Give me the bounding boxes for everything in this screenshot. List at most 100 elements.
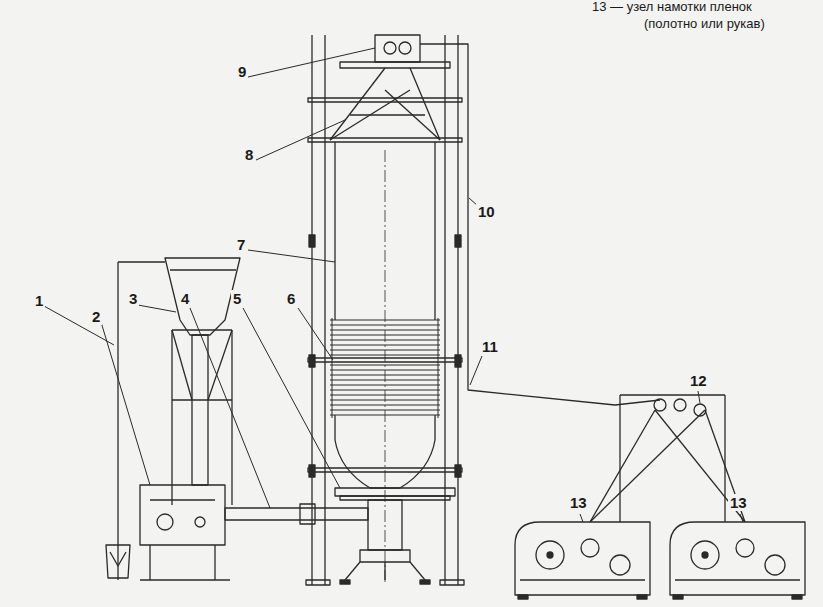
- film-bubble-part: [434, 142, 435, 320]
- hopper-part: [231, 330, 232, 505]
- winder-left: [515, 522, 650, 599]
- stabilizing-cage-part: [330, 345, 440, 346]
- stabilizing-cage-part: [330, 330, 440, 331]
- callout-number: 13: [568, 494, 589, 511]
- tower-frame-part: [444, 35, 445, 585]
- callout-number: 4: [179, 290, 191, 307]
- film-bubble: [335, 142, 435, 585]
- leader-lines-part: [44, 306, 114, 345]
- hopper: [165, 258, 240, 505]
- winder-left-part: [581, 539, 599, 557]
- caption-text: 13 — узел намотки пленок: [590, 0, 754, 15]
- tower-frame-part: [324, 35, 325, 585]
- air-ring-and-die-part: [410, 562, 425, 580]
- air-ring-and-die: [335, 488, 455, 584]
- film-path-part: [590, 410, 705, 522]
- air-ring-and-die-part: [335, 488, 455, 496]
- extruder-part: [140, 579, 230, 580]
- leader-lines-part: [248, 48, 375, 77]
- guide-frame-part: [654, 399, 666, 411]
- air-ring-and-die-part: [420, 580, 430, 584]
- callout-number: 7: [235, 236, 247, 253]
- extruder-part: [300, 504, 315, 524]
- nip-rolls-part: [399, 42, 411, 54]
- leader-lines-part: [470, 356, 482, 385]
- callout-number: 13: [728, 494, 749, 511]
- caption-text: (полотно или рукав): [642, 17, 767, 32]
- extruder-part: [157, 514, 173, 530]
- tower-frame-part: [311, 35, 312, 585]
- leader-lines-part: [101, 322, 150, 485]
- winder-right-part: [691, 541, 719, 569]
- stabilizing-cage-part: [330, 400, 440, 401]
- leader-lines-part: [138, 305, 176, 312]
- leader-lines-part: [243, 308, 340, 488]
- winder-right-part: [792, 595, 802, 599]
- stabilizing-cage-part: [330, 350, 440, 351]
- nip-rolls-part: [384, 42, 396, 54]
- loader-stand-part: [106, 545, 130, 578]
- collapsing-frame-part: [410, 68, 440, 140]
- stabilizing-cage-part: [330, 405, 440, 406]
- collapsing-frame-part: [330, 68, 385, 140]
- callout-number: 5: [231, 290, 243, 307]
- stabilizing-cage-part: [330, 355, 440, 356]
- stabilizing-cage-part: [330, 365, 440, 366]
- stabilizing-cage-part: [332, 318, 333, 418]
- hopper-part: [170, 269, 236, 270]
- film-bubble-part: [335, 415, 435, 488]
- tower-frame-part: [309, 465, 315, 477]
- leader-lines-part: [190, 308, 270, 508]
- hopper-part: [208, 330, 232, 400]
- leader-lines-part: [248, 250, 335, 262]
- nip-rolls-part: [375, 35, 420, 62]
- hopper-part: [172, 330, 192, 400]
- loader-stand-part: [110, 552, 126, 566]
- tower-frame-part: [309, 235, 315, 247]
- tower-frame-part: [309, 355, 315, 367]
- stabilizing-cage-part: [330, 320, 440, 321]
- winder-right-part: [670, 522, 805, 595]
- loader-stand-part: [117, 262, 118, 580]
- leader-lines-part: [298, 308, 333, 360]
- stabilizing-cage: [330, 318, 440, 418]
- loader-stand: [106, 262, 165, 580]
- tower-frame-part: [308, 98, 462, 102]
- callout-number: 3: [127, 290, 139, 307]
- tower-frame: [306, 35, 464, 585]
- winder-right-part: [702, 552, 708, 558]
- callout-number: 2: [90, 308, 102, 325]
- tower-frame-part: [457, 35, 458, 585]
- callout-number: 11: [480, 338, 500, 355]
- stabilizing-cage-part: [330, 390, 440, 391]
- nip-rolls: [340, 35, 450, 68]
- air-ring-and-die-part: [360, 550, 410, 562]
- tower-frame-part: [455, 465, 461, 477]
- callout-number: 12: [688, 372, 709, 389]
- guide-frame-part: [620, 394, 725, 395]
- stabilizing-cage-part: [330, 380, 440, 381]
- air-ring-and-die-part: [368, 500, 402, 550]
- winder-right-part: [675, 579, 800, 580]
- callout-number: 9: [236, 63, 248, 80]
- callout-number: 10: [476, 203, 497, 220]
- tower-frame-part: [455, 235, 461, 247]
- stabilizing-cage-part: [438, 318, 439, 418]
- stabilizing-cage-part: [330, 415, 440, 416]
- hopper-part: [172, 399, 232, 400]
- leader-lines-part: [698, 391, 700, 403]
- winder-left-part: [637, 595, 647, 599]
- tower-frame-part: [440, 580, 464, 585]
- winder-left-part: [536, 541, 564, 569]
- guide-frame-part: [694, 404, 706, 416]
- stabilizing-cage-part: [330, 375, 440, 376]
- leader-lines-part: [256, 120, 345, 160]
- collapsing-frame: [330, 68, 440, 140]
- winder-left-part: [610, 555, 630, 575]
- winder-left-part: [515, 522, 650, 595]
- extruder-part: [225, 508, 368, 520]
- winder-right-part: [673, 595, 683, 599]
- stabilizing-cage-part: [330, 410, 440, 411]
